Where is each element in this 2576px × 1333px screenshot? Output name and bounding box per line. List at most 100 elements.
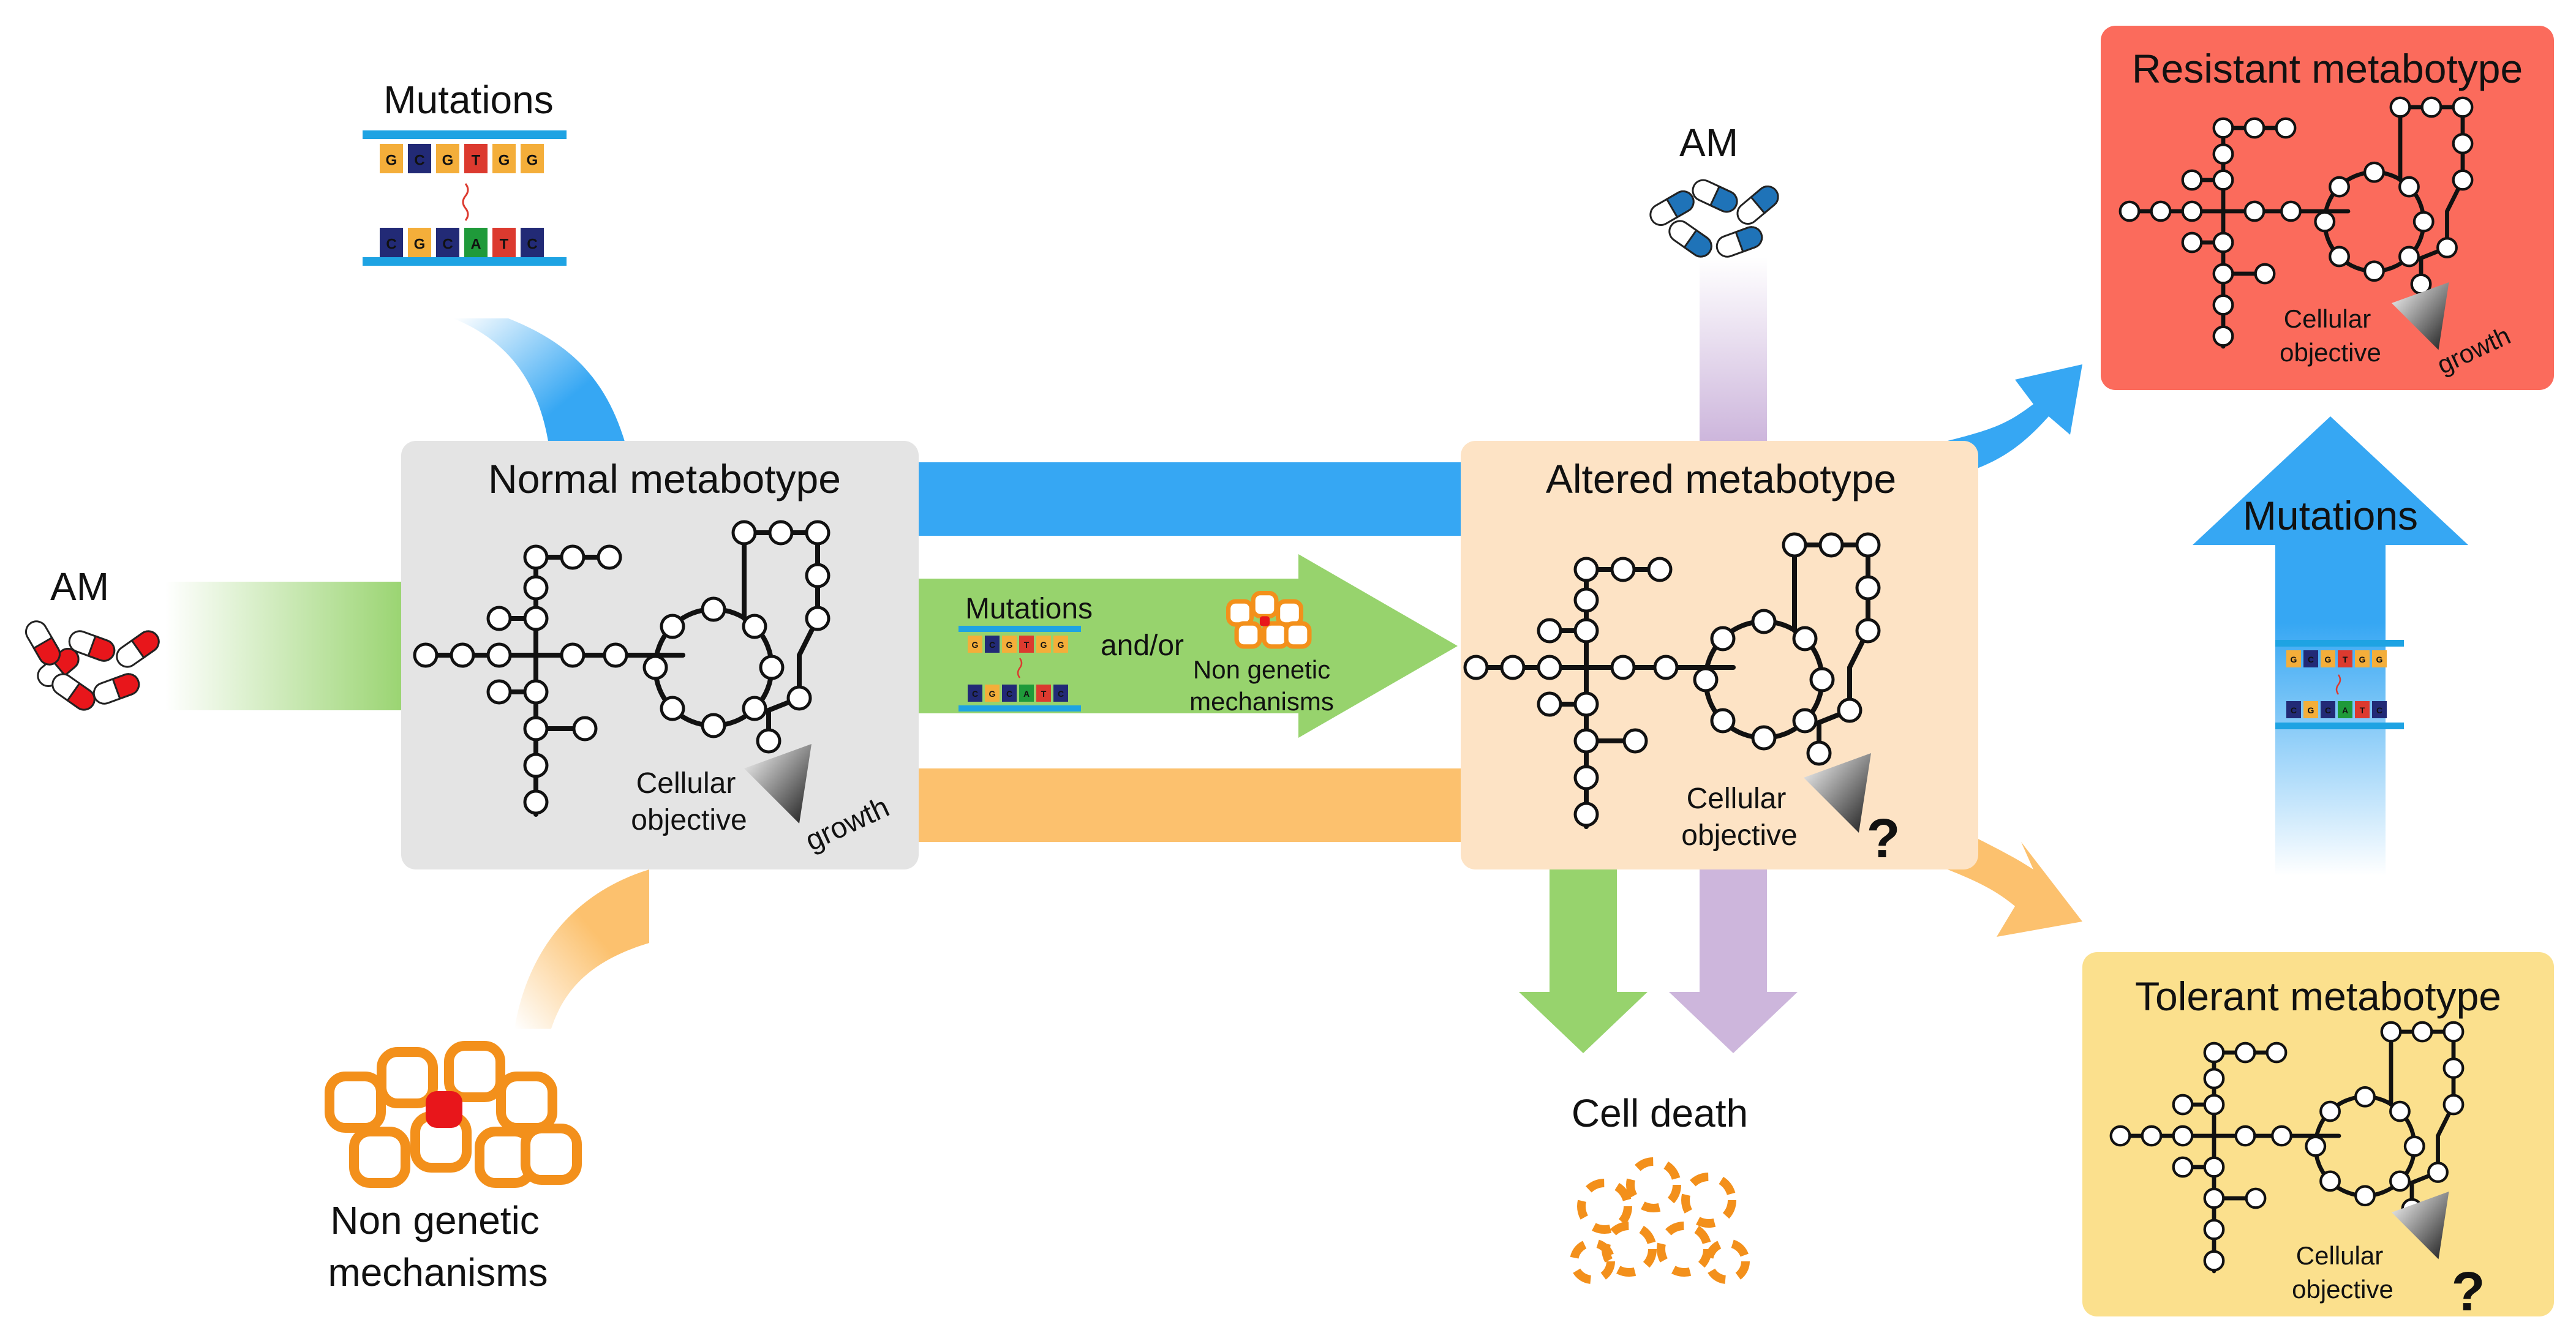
cells-icon — [330, 1046, 577, 1183]
nucleotide-letter: T — [472, 152, 481, 169]
blue-flow-mid — [919, 462, 1470, 536]
nucleotide-block — [492, 228, 516, 257]
dead-cells-icon — [1570, 1157, 1750, 1284]
nucleotide-block — [436, 144, 459, 173]
altered-objective: Cellular objective ? — [1681, 753, 1900, 869]
blue-flow-to-resistant — [1948, 364, 2082, 478]
nucleotide-letter: G — [414, 236, 426, 253]
mutations-right-label: Mutations — [2243, 493, 2418, 538]
mutations-top-label: Mutations — [383, 78, 553, 122]
nucleotide-block — [2321, 650, 2335, 667]
nucleotide-block — [1053, 685, 1068, 702]
nucleotide-block — [1002, 685, 1017, 702]
resistant-title: Resistant metabotype — [2132, 46, 2523, 91]
nucleotide-letter: G — [2308, 705, 2314, 715]
nucleotide-letter: T — [2343, 655, 2348, 664]
nucleotide-letter: G — [2376, 655, 2383, 664]
am-top: AM — [1646, 121, 1783, 262]
nucleotide-block — [380, 144, 403, 173]
nucleotide-block — [1036, 636, 1051, 653]
nucleotide-letter: G — [989, 689, 996, 699]
nucleotide-block — [985, 685, 1000, 702]
orange-flow-mid — [919, 768, 1470, 842]
nucleotide-letter: G — [386, 152, 397, 169]
orange-flow-in — [514, 869, 649, 1029]
nucleotide-letter: G — [442, 152, 454, 169]
nucleotide-letter: G — [1058, 640, 1064, 650]
nucleotide-letter: C — [414, 152, 424, 169]
nucleotide-block — [2286, 701, 2301, 718]
blue-flow-in — [453, 318, 631, 465]
nucleotide-letter: T — [1041, 689, 1047, 699]
altered-title: Altered metabotype — [1546, 456, 1896, 501]
nucleotide-block — [408, 144, 431, 173]
nucleotide-block — [968, 685, 982, 702]
nucleotide-letter: C — [2376, 705, 2382, 715]
green-flow-in — [165, 582, 410, 710]
nucleotide-letter: G — [527, 152, 538, 169]
nucleotide-block — [2303, 650, 2318, 667]
nucleotide-block — [2372, 701, 2387, 718]
question-mark: ? — [2452, 1261, 2485, 1323]
nucleotide-block — [1053, 636, 1068, 653]
purple-flow-death — [1669, 869, 1798, 1053]
green-flow-death — [1519, 869, 1648, 1053]
normal-metabotype-box: Normal metabotype Cellular objective gro… — [401, 441, 919, 869]
nucleotide-block — [985, 636, 1000, 653]
nucleotide-letter: C — [2325, 705, 2331, 715]
non-genetic-bottom: Non genetic mechanisms — [328, 1046, 577, 1294]
objective-label: objective — [1681, 819, 1797, 852]
objective-label: objective — [2292, 1275, 2393, 1304]
nucleotide-letter: G — [972, 640, 979, 650]
nucleotide-block — [464, 144, 488, 173]
cellular-label: Cellular — [2296, 1241, 2383, 1270]
tolerant-metabotype-box: Tolerant metabotype Cellular objective ? — [2082, 952, 2554, 1323]
nucleotide-letter: A — [470, 236, 481, 253]
nucleotide-letter: C — [386, 236, 396, 253]
nucleotide-block — [1036, 685, 1051, 702]
nucleotide-block — [2338, 701, 2352, 718]
orange-flow-to-tolerant — [1948, 824, 2082, 937]
non-genetic-line2: mechanisms — [328, 1250, 548, 1294]
mid-mutations-label: Mutations — [965, 593, 1093, 625]
nucleotide-block — [521, 228, 544, 257]
nucleotide-block — [1002, 636, 1017, 653]
nucleotide-block — [2355, 701, 2370, 718]
altered-metabotype-box: Altered metabotype Cellular objective ? — [1461, 441, 1978, 869]
nucleotide-letter: T — [1024, 640, 1030, 650]
normal-title: Normal metabotype — [488, 456, 841, 501]
nucleotide-letter: C — [2308, 655, 2314, 664]
nucleotide-letter: A — [2342, 705, 2348, 715]
nucleotide-letter: C — [2291, 705, 2297, 715]
nucleotide-block — [2321, 701, 2335, 718]
cell-death: Cell death — [1570, 1091, 1750, 1284]
mid-non-genetic-line2: mechanisms — [1189, 687, 1334, 716]
cellular-label: Cellular — [636, 767, 736, 800]
and-or-label: and/or — [1101, 629, 1184, 662]
pills-blue-icon — [1646, 176, 1783, 262]
nucleotide-letter: C — [1006, 689, 1012, 699]
nucleotide-block — [2286, 650, 2301, 667]
nucleotide-block — [380, 228, 403, 257]
mid-cells-icon — [1229, 593, 1309, 647]
nucleotide-block — [2372, 650, 2387, 667]
nucleotide-block — [2355, 650, 2370, 667]
objective-label: objective — [2280, 338, 2381, 367]
mid-non-genetic-line1: Non genetic — [1193, 655, 1330, 684]
nucleotide-block — [521, 144, 544, 173]
cellular-label: Cellular — [1687, 783, 1787, 815]
nucleotide-letter: G — [499, 152, 510, 169]
cellular-label: Cellular — [2284, 304, 2371, 333]
nucleotide-letter: G — [2325, 655, 2332, 664]
non-genetic-line1: Non genetic — [330, 1198, 540, 1242]
nucleotide-letter: G — [1006, 640, 1013, 650]
nucleotide-letter: A — [1023, 689, 1030, 699]
purple-flow-in — [1700, 257, 1767, 441]
am-left-label: AM — [50, 565, 109, 609]
nucleotide-block — [2338, 650, 2352, 667]
nucleotide-letter: G — [1041, 640, 1047, 650]
nucleotide-block — [436, 228, 459, 257]
